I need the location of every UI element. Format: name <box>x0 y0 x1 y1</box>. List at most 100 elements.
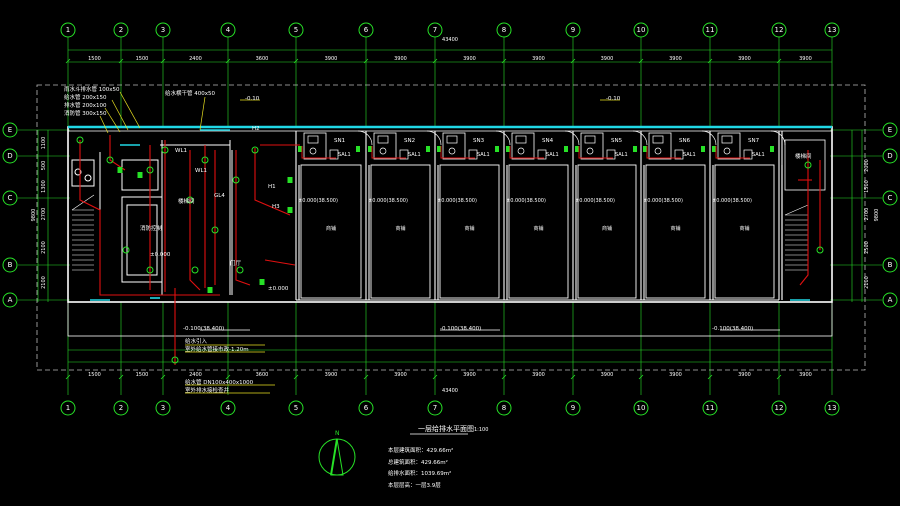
dim-left-total: 9800 <box>31 209 37 222</box>
shop-room-label: 商铺 <box>739 225 749 232</box>
axis-bubble-top-11: 11 <box>702 22 718 38</box>
entry-note-4: 室外排水接检查井 <box>185 386 230 394</box>
axis-bubble-bottom-4: 4 <box>220 400 236 416</box>
svg-text:2: 2 <box>119 26 123 34</box>
dim-left-seg: 2100 <box>41 241 47 254</box>
room-level: ±0.000(38.500) <box>575 198 615 204</box>
room-level: ±0.000(38.500) <box>368 198 408 204</box>
corridor-level-right: -0.100(38.400) <box>712 326 753 332</box>
svg-text:2: 2 <box>119 404 123 412</box>
svg-text:9: 9 <box>571 26 575 34</box>
corridor-level-left: -0.100(38.400) <box>183 326 224 332</box>
svg-text:13: 13 <box>828 26 837 34</box>
axis-bubble-right-E: E <box>882 122 898 138</box>
svg-text:1: 1 <box>66 26 70 34</box>
shop-room-label: 商铺 <box>602 225 612 232</box>
dim-bottom-seg: 1500 <box>136 372 149 378</box>
dim-bottom-seg: 3900 <box>669 372 682 378</box>
left-room-2: 楼梯间 <box>178 197 195 205</box>
svg-text:11: 11 <box>706 404 715 412</box>
axis-bubble-top-10: 10 <box>633 22 649 38</box>
shop-room-label: 商铺 <box>395 225 405 232</box>
svg-text:6: 6 <box>364 26 369 34</box>
axis-bubble-bottom-2: 2 <box>113 400 129 416</box>
riser-marker <box>171 356 179 364</box>
valve-marker <box>259 279 265 285</box>
axis-bubble-left-A: A <box>2 292 18 308</box>
dim-top-seg: 3900 <box>738 56 751 62</box>
svg-text:C: C <box>8 194 13 202</box>
right-room: 楼梯间 <box>795 152 812 160</box>
axis-bubble-left-E: E <box>2 122 18 138</box>
axis-bubble-right-A: A <box>882 292 898 308</box>
svg-text:11: 11 <box>706 26 715 34</box>
dim-right-seg: 2000 <box>864 159 870 172</box>
valve-marker <box>287 177 293 183</box>
shop-units: SN1SAL1±0.000(38.500)商铺SN2SAL1±0.000(38.… <box>298 130 786 299</box>
axis-grid <box>18 37 882 395</box>
toilet-label: SN3 <box>473 138 485 144</box>
level-top-b: -0.10 <box>606 96 621 102</box>
riser-marker <box>191 266 199 274</box>
riser-marker <box>816 246 824 254</box>
dim-top-seg: 3900 <box>669 56 682 62</box>
svg-text:10: 10 <box>637 26 646 34</box>
dim-bottom-seg: 3900 <box>738 372 751 378</box>
left-room-1: 消防控制 <box>140 224 163 232</box>
left-service-core <box>71 131 826 300</box>
pipe-label-4: 消防管 300x150 <box>64 109 107 117</box>
room-level: ±0.000(38.500) <box>712 198 752 204</box>
svg-text:E: E <box>8 126 12 134</box>
svg-text:3: 3 <box>161 26 165 34</box>
title-block: 一层给排水平面图 1:100 <box>410 424 488 435</box>
drainage-pipes <box>79 135 821 365</box>
axis-bubble-bottom-6: 6 <box>358 400 374 416</box>
dim-left-seg: 1300 <box>41 180 47 193</box>
valve-marker <box>117 167 123 173</box>
dim-top-seg: 3900 <box>601 56 614 62</box>
dim-bottom-seg: 3600 <box>256 372 269 378</box>
dim-bottom-seg: 3900 <box>463 372 476 378</box>
svg-text:12: 12 <box>775 26 784 34</box>
dim-bottom-seg: 2400 <box>189 372 202 378</box>
axis-bubble-bottom-3: 3 <box>155 400 171 416</box>
riser-marker <box>232 176 240 184</box>
sal-label: SAL1 <box>546 152 559 158</box>
axis-bubble-bottom-7: 7 <box>427 400 443 416</box>
riser-marker <box>76 136 84 144</box>
left-room-3: 门厅 <box>230 259 242 267</box>
area-stats: 本层建筑面积：429.66m² 总建筑面积：429.66m² 给排水面积：103… <box>388 446 453 489</box>
sal-label: SAL1 <box>477 152 490 158</box>
riser-marker <box>106 156 114 164</box>
entry-note-2: 室外给水管接市政-1.20m <box>185 345 249 353</box>
svg-text:5: 5 <box>294 26 298 34</box>
svg-text:13: 13 <box>828 404 837 412</box>
dim-bottom-seg: 3900 <box>601 372 614 378</box>
dim-bottom-total: 43400 <box>442 388 458 394</box>
pipe-label-2: 给水管 200x150 <box>64 93 107 101</box>
sal-label: SAL1 <box>752 152 765 158</box>
room-level: ±0.000(38.500) <box>643 198 683 204</box>
toilet-label: SN4 <box>542 138 554 144</box>
axis-bubble-top-4: 4 <box>220 22 236 38</box>
riser-marker <box>211 226 219 234</box>
axis-bubble-top-7: 7 <box>427 22 443 38</box>
h2-label: H2 <box>252 126 260 132</box>
dim-left-seg: 2100 <box>41 276 47 289</box>
stat-2: 总建筑面积：429.66m² <box>388 458 448 466</box>
toilet-label: SN7 <box>748 138 760 144</box>
svg-text:5: 5 <box>294 404 298 412</box>
riser-marker <box>236 266 244 274</box>
svg-text:9: 9 <box>571 404 575 412</box>
axis-bubble-top-12: 12 <box>771 22 787 38</box>
north-arrow: N <box>318 430 356 476</box>
h1-label: H1 <box>268 184 276 190</box>
room-level: ±0.000(38.500) <box>298 198 338 204</box>
